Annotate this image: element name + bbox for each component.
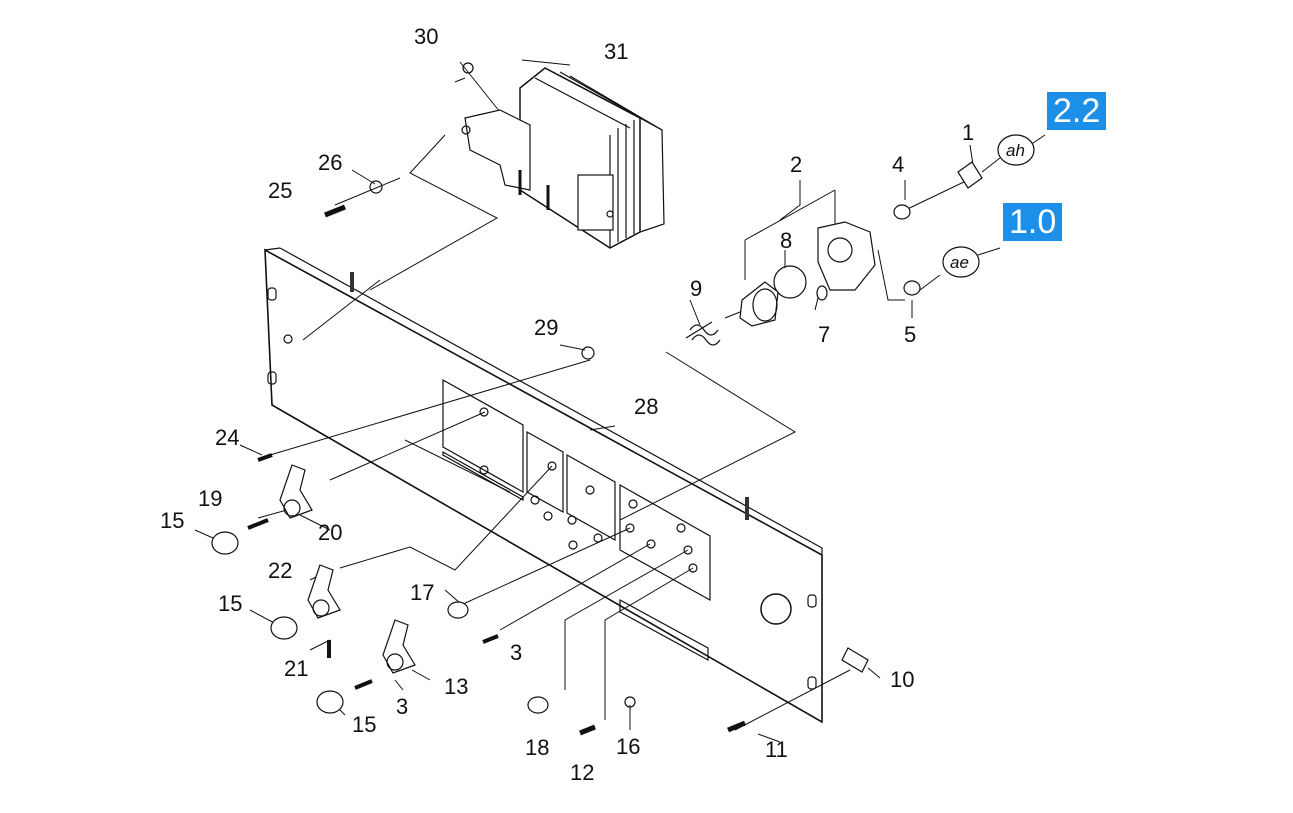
part-label-10: 10 (890, 667, 914, 692)
part-label-12: 12 (570, 760, 594, 785)
part-label-11: 11 (765, 737, 788, 762)
part-number-labels: 1 2 3 3 4 5 7 8 9 10 11 12 13 15 15 15 1… (160, 24, 974, 785)
part-label-1: 1 (962, 120, 974, 145)
part-label-26: 26 (318, 150, 342, 175)
part-label-16: 16 (616, 734, 640, 759)
part-label-15c: 15 (352, 712, 376, 737)
knobs (279, 464, 416, 674)
part-label-31: 31 (604, 39, 628, 64)
part-label-3a: 3 (510, 640, 522, 665)
bubble-ah-label: ah (1006, 141, 1025, 160)
bubble-ae-label: ae (950, 253, 969, 272)
part-label-25: 25 (268, 178, 292, 203)
part-label-9: 9 (690, 276, 702, 301)
part-label-8: 8 (780, 228, 792, 253)
part-label-15b: 15 (218, 591, 242, 616)
part-label-2: 2 (790, 152, 802, 177)
part-label-30: 30 (414, 24, 438, 49)
part-label-17: 17 (410, 580, 434, 605)
valve-assembly (685, 161, 983, 346)
part-label-19: 19 (198, 486, 222, 511)
part-label-15a: 15 (160, 508, 184, 533)
part-label-28: 28 (634, 394, 658, 419)
part-label-20: 20 (318, 520, 342, 545)
part-label-24: 24 (215, 425, 239, 450)
part-label-22: 22 (268, 558, 292, 583)
part-label-4: 4 (892, 152, 904, 177)
part-label-7: 7 (818, 322, 830, 347)
part-label-21: 21 (284, 656, 308, 681)
panel-plate (264, 247, 823, 724)
part-label-13: 13 (444, 674, 468, 699)
part-label-18: 18 (525, 735, 549, 760)
part-label-3b: 3 (396, 694, 408, 719)
bubble-ae-shape (942, 246, 980, 278)
part-label-5: 5 (904, 322, 916, 347)
reference-link-1-0[interactable]: 1.0 (1003, 203, 1063, 241)
fasteners (211, 62, 869, 736)
reference-link-2-2[interactable]: 2.2 (1047, 92, 1107, 130)
part-label-29: 29 (534, 315, 558, 340)
bubble-ah-shape (997, 134, 1035, 166)
ignition-coil (461, 67, 665, 249)
